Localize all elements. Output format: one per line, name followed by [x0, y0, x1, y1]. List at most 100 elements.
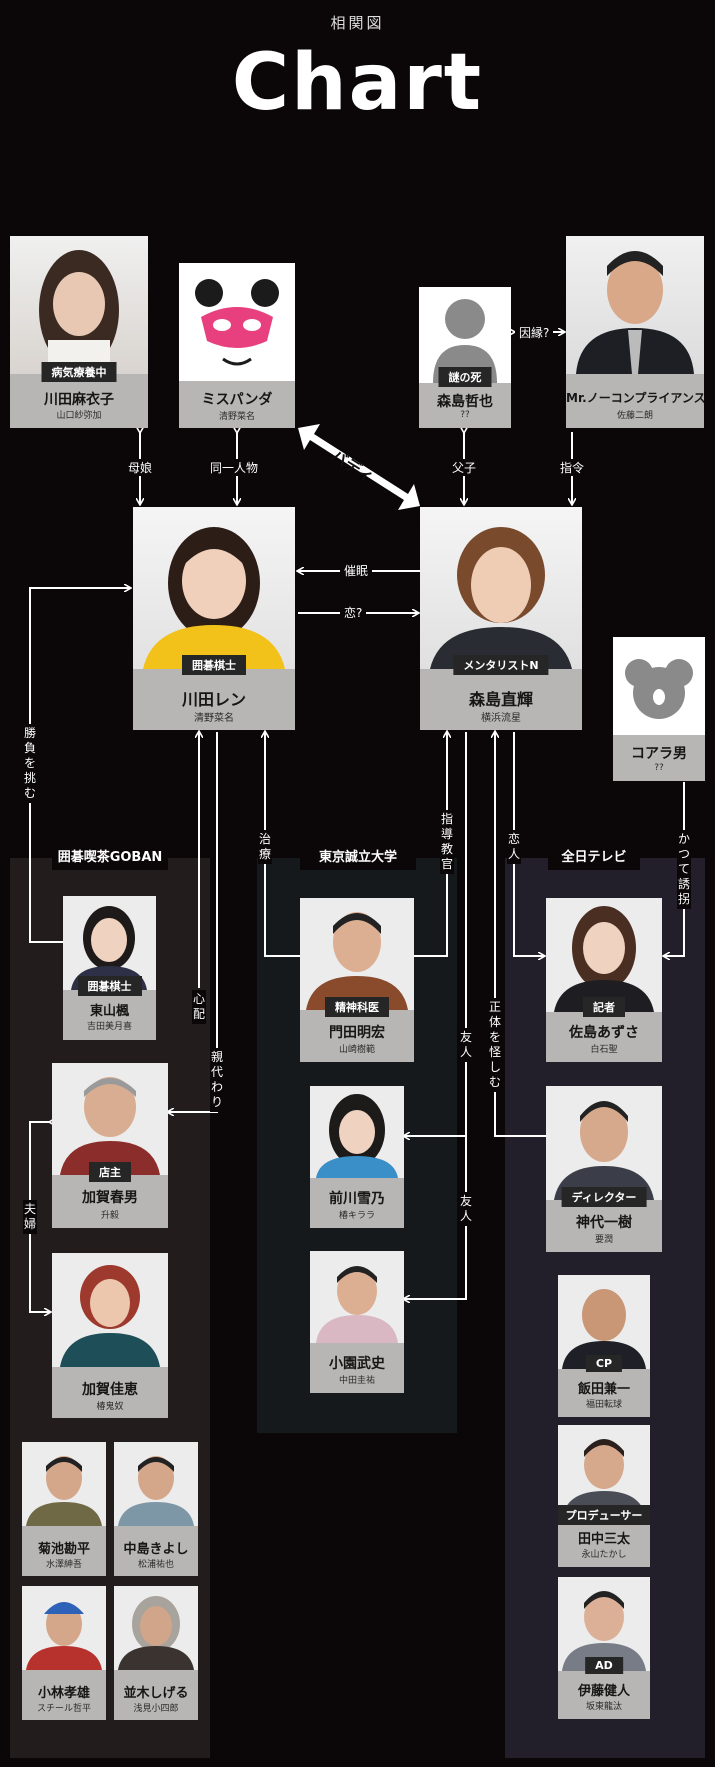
actor-name: 椿キララ: [338, 1211, 375, 1221]
card-mr-noncompliance[interactable]: Mr.ノーコンプライアンス 佐藤二朗: [566, 236, 704, 428]
relation-label-shoubu: 勝負を挑む: [23, 724, 37, 803]
actor-name: 永山たかし: [581, 1550, 627, 1560]
card-sajima[interactable]: 記者 佐島あずさ 白石聖: [546, 898, 662, 1062]
actor-name: ??: [654, 763, 664, 773]
relation-label-yuujin2: 友人: [459, 1192, 473, 1226]
relation-label-fushi: 父子: [448, 459, 481, 476]
koala-silhouette-image: [613, 637, 705, 735]
card-kawada-ren[interactable]: 囲碁棋士 川田レン 清野菜名: [133, 507, 295, 730]
portrait-image: [566, 236, 704, 374]
actor-name: 吉田美月喜: [86, 1022, 132, 1032]
card-kaga-haruo[interactable]: 店主 加賀春男 升毅: [52, 1063, 168, 1228]
actor-name: 水澤紳吾: [45, 1560, 82, 1570]
actor-name: ??: [460, 410, 470, 420]
relation-label-shidou: 指導教官: [440, 810, 454, 874]
portrait-image: [22, 1442, 106, 1526]
portrait-image: [22, 1586, 106, 1670]
card-kikuchi[interactable]: 菊池勘平 水澤紳吾: [22, 1442, 106, 1576]
role-badge: AD: [585, 1657, 623, 1674]
portrait-image: [114, 1442, 198, 1526]
actor-name: 松浦祐也: [137, 1560, 174, 1570]
relation-label-yuukai: かつて誘拐: [677, 830, 691, 909]
character-name: 森島直輝: [468, 690, 533, 709]
portrait-image: [558, 1425, 650, 1519]
portrait-image: [10, 236, 148, 374]
character-name: 田中三太: [577, 1532, 630, 1547]
card-maekawa[interactable]: 前川雪乃 椿キララ: [310, 1086, 404, 1228]
portrait-image: [114, 1586, 198, 1670]
character-name: 小林孝雄: [37, 1686, 90, 1701]
relation-label-chiryou: 治療: [258, 830, 272, 864]
relation-label-boyjo: 母娘: [124, 459, 157, 476]
card-tanaka[interactable]: プロデューサー 田中三太 永山たかし: [558, 1425, 650, 1567]
portrait-image: [63, 896, 156, 990]
portrait-image: [52, 1063, 168, 1175]
portrait-image: [133, 507, 295, 669]
group-goban-label: 囲碁喫茶GOBAN: [52, 846, 168, 870]
portrait-image: [558, 1275, 650, 1369]
actor-name: 山崎樹範: [338, 1045, 375, 1055]
relation-label-fuufu: 夫婦: [23, 1200, 37, 1234]
character-name: 菊池勘平: [37, 1542, 90, 1557]
actor-name: 清野菜名: [218, 412, 255, 422]
group-univ-label: 東京誠立大学: [300, 846, 416, 870]
card-morishima-naoki[interactable]: メンタリストN 森島直輝 横浜流星: [420, 507, 582, 730]
character-name: 飯田兼一: [577, 1382, 630, 1397]
portrait-image: [546, 898, 662, 1012]
character-name: 中島きよし: [123, 1542, 189, 1557]
card-kawada-maiko[interactable]: 病気療養中 川田麻衣子 山口紗弥加: [10, 236, 148, 428]
role-badge: 囲碁棋士: [182, 655, 246, 675]
relation-label-shirei: 指令: [556, 459, 589, 476]
relation-label-shinpai: 心配: [192, 990, 206, 1024]
actor-name: スチール哲平: [36, 1704, 91, 1714]
role-badge: 精神科医: [325, 997, 389, 1017]
card-koala[interactable]: コアラ男 ??: [613, 637, 705, 781]
role-badge: ディレクター: [561, 1187, 647, 1207]
relation-label-yuujin1: 友人: [459, 1028, 473, 1062]
role-badge: CP: [585, 1355, 623, 1372]
actor-name: 清野菜名: [194, 713, 234, 724]
card-miss-panda[interactable]: ミスパンダ 清野菜名: [179, 263, 295, 428]
character-name: 門田明宏: [329, 1025, 385, 1041]
header-subtitle: 相関図: [330, 14, 385, 32]
actor-name: 坂東龍汰: [585, 1702, 622, 1712]
actor-name: 佐藤二朗: [616, 411, 653, 421]
portrait-image: [420, 507, 582, 669]
card-kozono[interactable]: 小園武史 中田圭祐: [310, 1251, 404, 1393]
role-badge: メンタリストN: [453, 655, 549, 675]
relation-label-koibito: 恋人: [507, 830, 521, 864]
card-kamishiro[interactable]: ディレクター 神代一樹 要潤: [546, 1086, 662, 1252]
card-namiki[interactable]: 並木しげる 浅見小四郎: [114, 1586, 198, 1720]
card-kobayashi[interactable]: 小林孝雄 スチール哲平: [22, 1586, 106, 1720]
portrait-image: [310, 1251, 404, 1343]
character-name: ミスパンダ: [201, 392, 273, 408]
role-badge: 記者: [583, 997, 625, 1017]
portrait-image: [300, 898, 414, 1010]
relation-label-koi: 恋?: [340, 604, 367, 621]
miss-panda-mask-image: [179, 263, 295, 381]
role-badge: 病気療養中: [41, 362, 117, 382]
portrait-image: [52, 1253, 168, 1367]
card-monda[interactable]: 精神科医 門田明宏 山崎樹範: [300, 898, 414, 1062]
character-name: 森島哲也: [437, 394, 493, 410]
actor-name: 福田転球: [585, 1400, 622, 1410]
card-higashiyama[interactable]: 囲碁棋士 東山楓 吉田美月喜: [63, 896, 156, 1040]
character-name: 川田麻衣子: [44, 392, 114, 408]
character-name: 神代一樹: [576, 1215, 632, 1231]
relation-label-saimin: 催眠: [340, 562, 373, 579]
card-ito[interactable]: AD 伊藤健人 坂東龍汰: [558, 1577, 650, 1719]
card-iida[interactable]: CP 飯田兼一 福田転球: [558, 1275, 650, 1417]
card-morishima-tetsuya[interactable]: 謎の死 森島哲也 ??: [419, 287, 511, 428]
relation-label-oyagawari: 親代わり: [210, 1048, 224, 1112]
portrait-image: [546, 1086, 662, 1200]
card-kaga-yoshie[interactable]: 加賀佳恵 椿鬼奴: [52, 1253, 168, 1418]
character-name: 加賀佳恵: [82, 1382, 138, 1398]
character-name: Mr.ノーコンプライアンス: [566, 391, 704, 405]
character-name: 並木しげる: [123, 1686, 189, 1701]
character-name: 東山楓: [89, 1004, 129, 1019]
character-name: 小園武史: [329, 1356, 385, 1372]
portrait-image: [558, 1577, 650, 1671]
card-nakajima[interactable]: 中島きよし 松浦祐也: [114, 1442, 198, 1576]
role-badge: 囲碁棋士: [77, 976, 142, 996]
